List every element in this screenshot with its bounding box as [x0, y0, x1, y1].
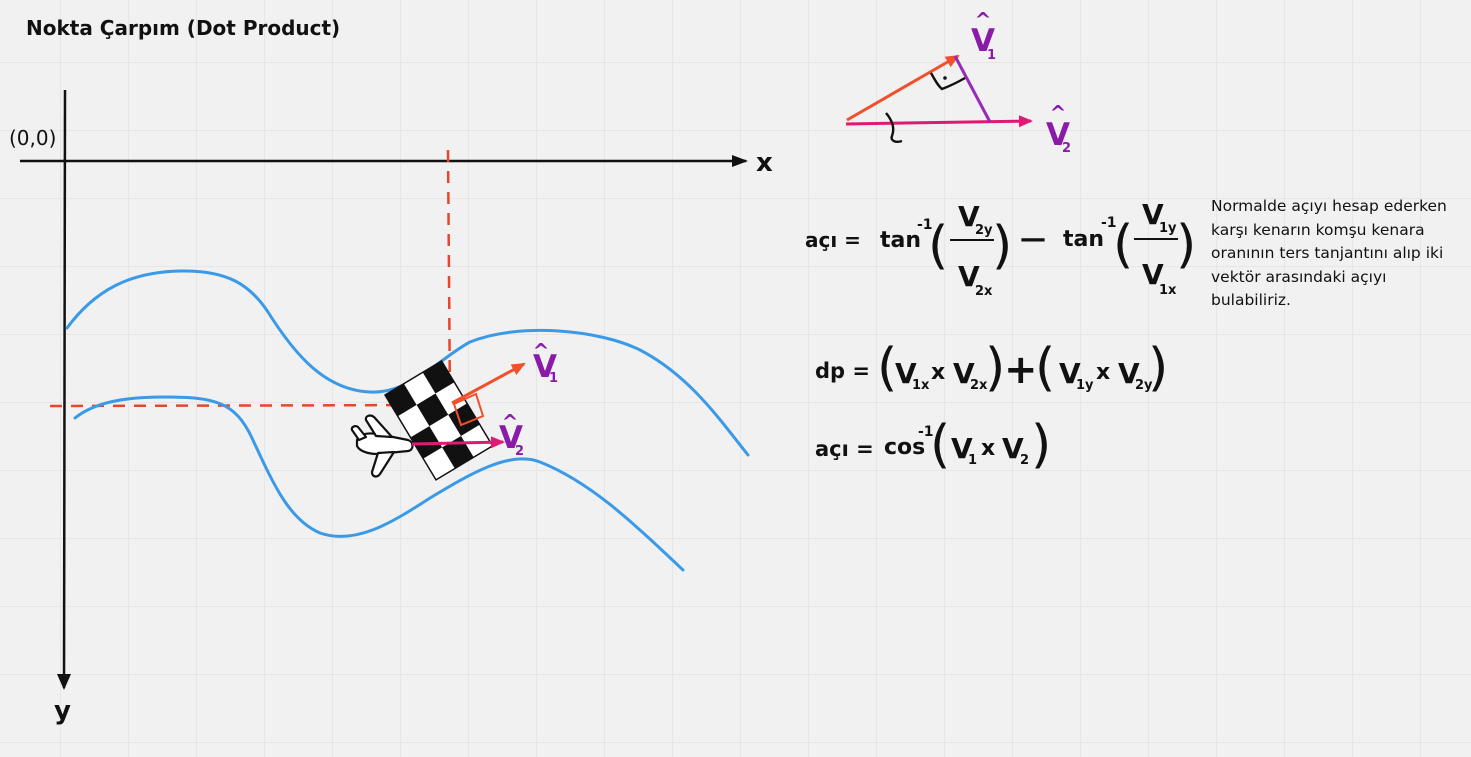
formula-angle-acos: açı = cos -1 ( V 1 x V 2 ) [815, 415, 1051, 475]
page-title: Nokta Çarpım (Dot Product) [26, 16, 341, 40]
svg-text:2y: 2y [975, 223, 993, 238]
y-axis-arrowhead [57, 674, 71, 690]
origin-label: (0,0) [9, 126, 57, 150]
explanation-text: Normalde açıyı hesap ederken karşı kenar… [1211, 197, 1447, 309]
svg-text:V: V [1142, 198, 1164, 231]
svg-text:V: V [1142, 258, 1164, 291]
sketch-v2-label: ^ V 2 [1046, 101, 1071, 156]
svg-text:V: V [958, 200, 980, 233]
road [65, 269, 750, 572]
svg-text:-1: -1 [918, 424, 934, 440]
svg-text:V: V [1002, 432, 1024, 465]
svg-text:—: — [1020, 224, 1046, 254]
svg-text:(: ( [1113, 215, 1133, 275]
sketch-vector-v1 [846, 54, 960, 122]
sketch-v1-label: ^ V 1 [971, 8, 996, 63]
svg-text:): ) [1031, 415, 1051, 475]
y-axis-line [62, 89, 67, 689]
sketch-vector-v2 [845, 115, 1033, 128]
svg-text:x: x [981, 436, 995, 461]
svg-text:V: V [499, 420, 523, 456]
svg-text:(: ( [930, 415, 950, 475]
vector-v1-arrow [451, 362, 526, 405]
svg-text:): ) [992, 216, 1012, 276]
svg-text:1: 1 [549, 371, 558, 386]
svg-text:(: ( [1035, 338, 1055, 398]
svg-text:tan: tan [1063, 227, 1104, 252]
vector-v2-arrow [411, 436, 505, 449]
svg-text:açı =: açı = [815, 437, 874, 461]
svg-text:2: 2 [1062, 141, 1071, 156]
svg-text:V: V [951, 432, 973, 465]
road-upper-edge [65, 269, 750, 457]
svg-text:2x: 2x [970, 378, 988, 393]
svg-text:V: V [533, 349, 557, 385]
svg-text:^: ^ [533, 339, 550, 363]
svg-text:^: ^ [1050, 101, 1067, 125]
svg-text:x: x [931, 360, 945, 385]
sketch-right-angle [929, 72, 966, 91]
svg-text:1y: 1y [1159, 221, 1177, 236]
svg-text:x: x [1096, 360, 1110, 385]
svg-text:1: 1 [968, 453, 977, 468]
svg-text:(: ( [928, 216, 948, 276]
vector-v2-label: ^ V 2 [499, 410, 524, 459]
svg-text:cos: cos [884, 435, 925, 460]
svg-text:(: ( [877, 338, 897, 398]
svg-text:+: + [1004, 347, 1038, 393]
svg-text:2x: 2x [975, 284, 993, 299]
svg-text:tan: tan [880, 228, 921, 253]
svg-text:dp =: dp = [815, 359, 870, 383]
svg-text:^: ^ [975, 8, 992, 32]
svg-text:^: ^ [502, 410, 519, 434]
svg-text:2y: 2y [1135, 378, 1153, 393]
formula-angle-atan: açı = tan -1 ( V 2y V 2x ) — tan -1 ( V … [805, 198, 1196, 299]
right-angle-marker [452, 392, 485, 427]
checkered-flag-icon [383, 359, 494, 481]
road-lower-edge [73, 395, 685, 572]
svg-text:açı =: açı = [805, 228, 861, 252]
svg-text:): ) [985, 338, 1005, 398]
svg-text:1: 1 [987, 48, 996, 63]
svg-text:1x: 1x [1159, 283, 1177, 298]
formula-dot-product: dp = ( V 1x x V 2x ) + ( V 1y x V 2y ) [815, 338, 1168, 398]
svg-text:2: 2 [515, 444, 524, 459]
airplane-icon [350, 414, 414, 478]
svg-text:V: V [895, 357, 917, 390]
projection-guides [49, 149, 452, 408]
vector-v1-label: ^ V 1 [533, 339, 558, 386]
sketch-angle-arc [885, 112, 903, 143]
svg-text:-1: -1 [917, 217, 933, 233]
svg-text:V: V [1046, 117, 1070, 153]
angle-between-vectors-sketch: ^ V 1 ^ V 2 [845, 8, 1071, 156]
svg-text:1x: 1x [912, 378, 930, 393]
svg-text:): ) [1176, 215, 1196, 275]
svg-text:1y: 1y [1076, 378, 1094, 393]
svg-text:V: V [971, 23, 995, 59]
vertical-dashed-guide [446, 149, 452, 406]
horizontal-dashed-guide [49, 403, 449, 408]
x-axis-label: x [756, 148, 773, 178]
svg-text:V: V [1059, 357, 1081, 390]
coordinate-axes [20, 89, 748, 690]
svg-text:-1: -1 [1101, 215, 1117, 231]
svg-text:2: 2 [1020, 453, 1029, 468]
svg-text:V: V [958, 260, 980, 293]
svg-text:V: V [1118, 357, 1140, 390]
sketch-projection-line [953, 55, 992, 123]
svg-text:): ) [1148, 338, 1168, 398]
y-axis-label: y [54, 696, 71, 726]
svg-text:V: V [953, 357, 975, 390]
